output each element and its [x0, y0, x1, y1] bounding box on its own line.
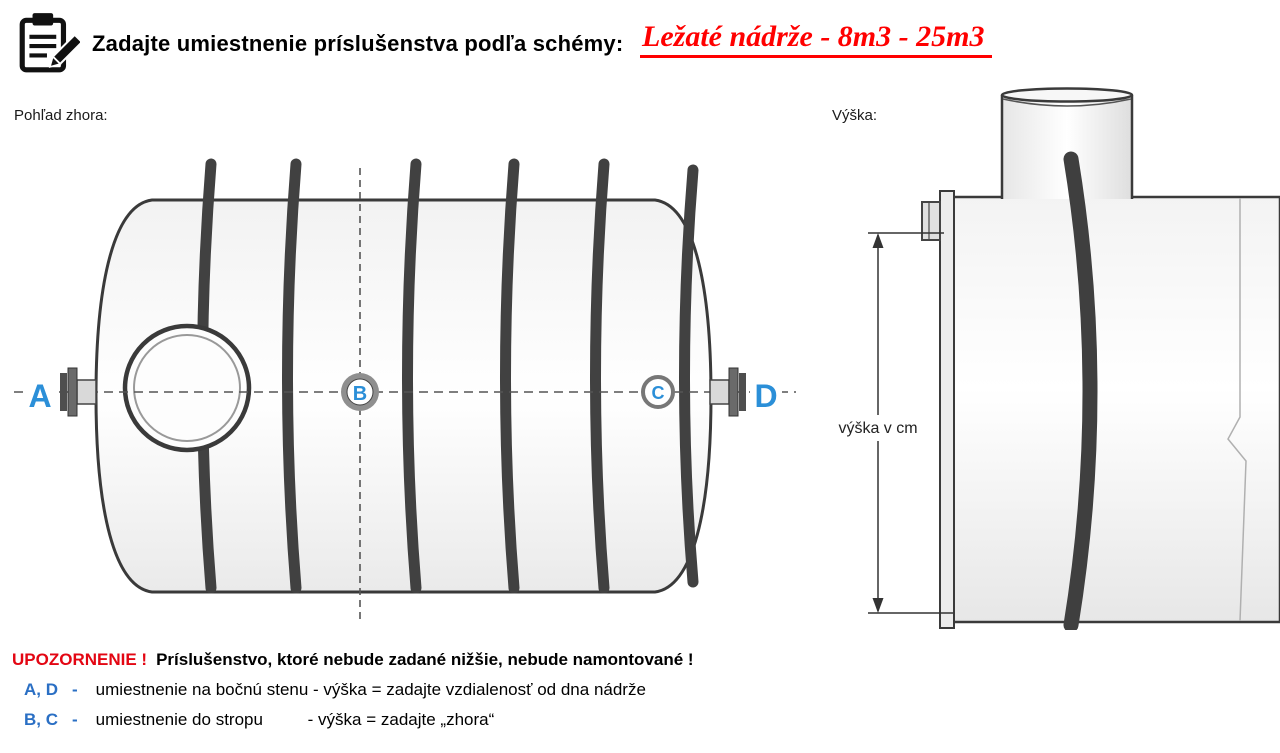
- label-d-backdrop: [750, 371, 782, 413]
- point-label-c: C: [652, 383, 665, 403]
- tank-neck: [1000, 87, 1134, 199]
- end-flange-plate: [939, 190, 955, 629]
- note-line-ad: A, D - umiestnenie na bočnú stenu - výšk…: [12, 680, 694, 700]
- tank-top-view-diagram: A B C D: [14, 158, 796, 622]
- note-text-ad: umiestnenie na bočnú stenu - výška = zad…: [95, 680, 646, 699]
- warning-label: UPOZORNENIE !: [12, 650, 148, 669]
- side-rib: [1063, 151, 1098, 630]
- top-view-label: Pohľad zhora:: [14, 107, 108, 124]
- tank-body-side-view: [951, 195, 1280, 624]
- point-label-a: A: [28, 378, 51, 414]
- flange-left: [60, 367, 97, 417]
- note-dash-bc: -: [72, 710, 78, 729]
- note-dash-ad: -: [72, 680, 78, 699]
- tank-range-title: Ležaté nádrže - 8m3 - 25m3: [640, 20, 993, 58]
- notes: UPOZORNENIE ! Príslušenstvo, ktoré nebude…: [12, 650, 694, 730]
- note-text-bc-1: umiestnenie do stropu: [95, 710, 263, 729]
- height-dimension: výška v cm: [834, 232, 953, 614]
- break-line: [1227, 198, 1247, 622]
- instruction-text: Zadajte umiestnenie príslušenstva podľa …: [92, 31, 624, 56]
- side-nozzle: [921, 201, 941, 241]
- note-text-bc-2: - výška = zadajte „zhora“: [307, 710, 495, 729]
- note-line-bc: B, C - umiestnenie do stropu - výška = z…: [12, 710, 694, 730]
- note-key-ad: A, D: [24, 680, 58, 699]
- point-label-d: D: [754, 378, 777, 414]
- note-key-bc: B, C: [24, 710, 58, 729]
- warning-text: Príslušenstvo, ktoré nebude zadané nižši…: [156, 650, 694, 669]
- label-a-backdrop: [24, 371, 56, 413]
- point-marker-c: [641, 375, 675, 409]
- warning-line: UPOZORNENIE ! Príslušenstvo, ktoré nebude…: [12, 650, 694, 670]
- point-marker-b: [341, 373, 379, 411]
- manhole-circle: [122, 323, 252, 453]
- flange-right: [709, 367, 746, 417]
- height-dimension-label: výška v cm: [838, 420, 917, 437]
- clipboard-pencil-icon: [19, 13, 80, 73]
- point-label-b: B: [353, 383, 367, 405]
- side-view-label: Výška:: [832, 107, 878, 124]
- tank-side-view-diagram: výška v cm: [834, 87, 1280, 630]
